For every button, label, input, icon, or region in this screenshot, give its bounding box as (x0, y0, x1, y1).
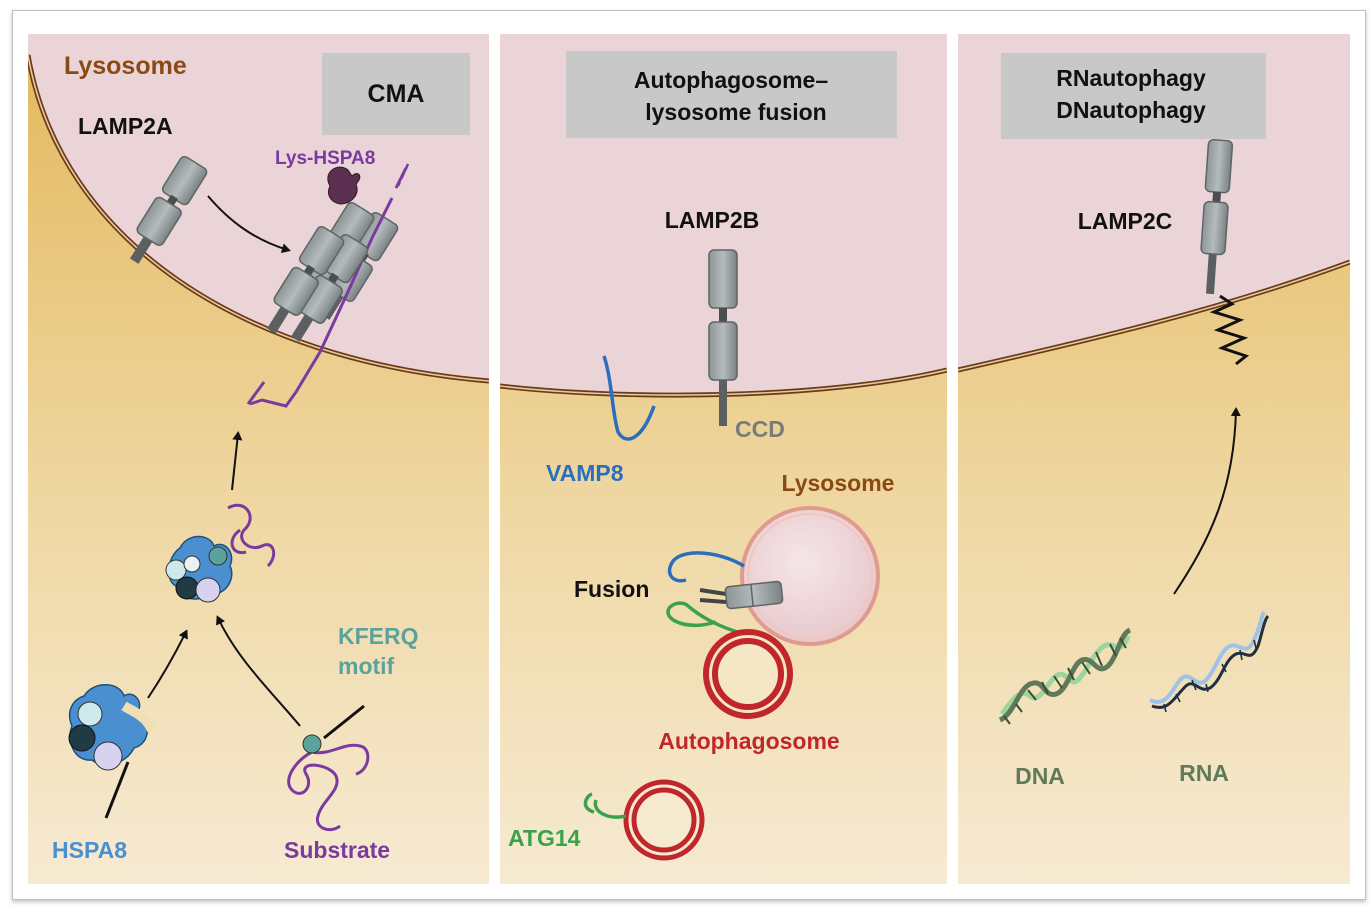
panel-fusion (500, 34, 947, 884)
nucleic-title-line1: RNautophagy (1056, 65, 1206, 91)
cma-title: CMA (368, 80, 425, 108)
atg14-label: ATG14 (508, 825, 581, 851)
fusion-title-line2: lysosome fusion (645, 99, 826, 125)
hspa8-arrow (147, 629, 188, 699)
cma-title-box (322, 53, 470, 135)
dna-helix (998, 627, 1132, 725)
panel-cma (28, 34, 489, 884)
lamp2c-coil (1209, 294, 1250, 366)
atg14-autophagosome (583, 779, 705, 861)
nucleic-title-line2: DNautophagy (1056, 97, 1206, 123)
dna-label: DNA (1015, 763, 1065, 789)
lamp2b-receptor (708, 249, 738, 426)
vamp8-label: VAMP8 (546, 460, 624, 486)
lamp2c-label: LAMP2C (1078, 208, 1173, 234)
hspa8-label: HSPA8 (52, 837, 127, 863)
substrate-arrow (216, 615, 301, 727)
nucleic-title-box (1001, 53, 1266, 139)
fusion-title-line1: Autophagosome– (634, 67, 828, 93)
hspa8-chaperone (68, 684, 157, 819)
kferq-label-line2: motif (338, 653, 395, 679)
panel-gap-1 (489, 34, 500, 884)
kferq-label-line1: KFERQ (338, 623, 419, 649)
multimerization-arrow (207, 195, 291, 254)
lys-hspa8-label: Lys-HSPA8 (275, 148, 375, 169)
lysosome-sphere (740, 506, 880, 646)
hspa8-substrate-complex (165, 504, 276, 603)
lamp2b-label: LAMP2B (665, 207, 760, 233)
vamp8-shape (602, 355, 656, 441)
fusion-title-box (566, 51, 897, 138)
uptake-arrow (1173, 407, 1241, 595)
autophagosome-outer (703, 629, 793, 719)
lamp2a-multimer (249, 163, 410, 408)
lysosome-sphere-label: Lysosome (782, 470, 895, 496)
targeting-arrow (231, 431, 243, 491)
lamp2c-receptor (1200, 138, 1234, 295)
lamp2a-label: LAMP2A (78, 113, 173, 139)
rna-label: RNA (1179, 760, 1229, 786)
lysosome-label: Lysosome (64, 52, 187, 80)
substrate-protein (287, 704, 370, 832)
fusion-label: Fusion (574, 576, 649, 602)
ccd-label: CCD (735, 416, 785, 442)
autophagosome-label: Autophagosome (658, 728, 839, 754)
panel-gap-2 (947, 34, 958, 884)
substrate-label: Substrate (284, 837, 390, 863)
lys-hspa8-shape (327, 166, 361, 205)
rna-helix (1149, 610, 1270, 713)
kferq-motif-dot (302, 734, 322, 754)
panel-nucleic (958, 34, 1350, 884)
